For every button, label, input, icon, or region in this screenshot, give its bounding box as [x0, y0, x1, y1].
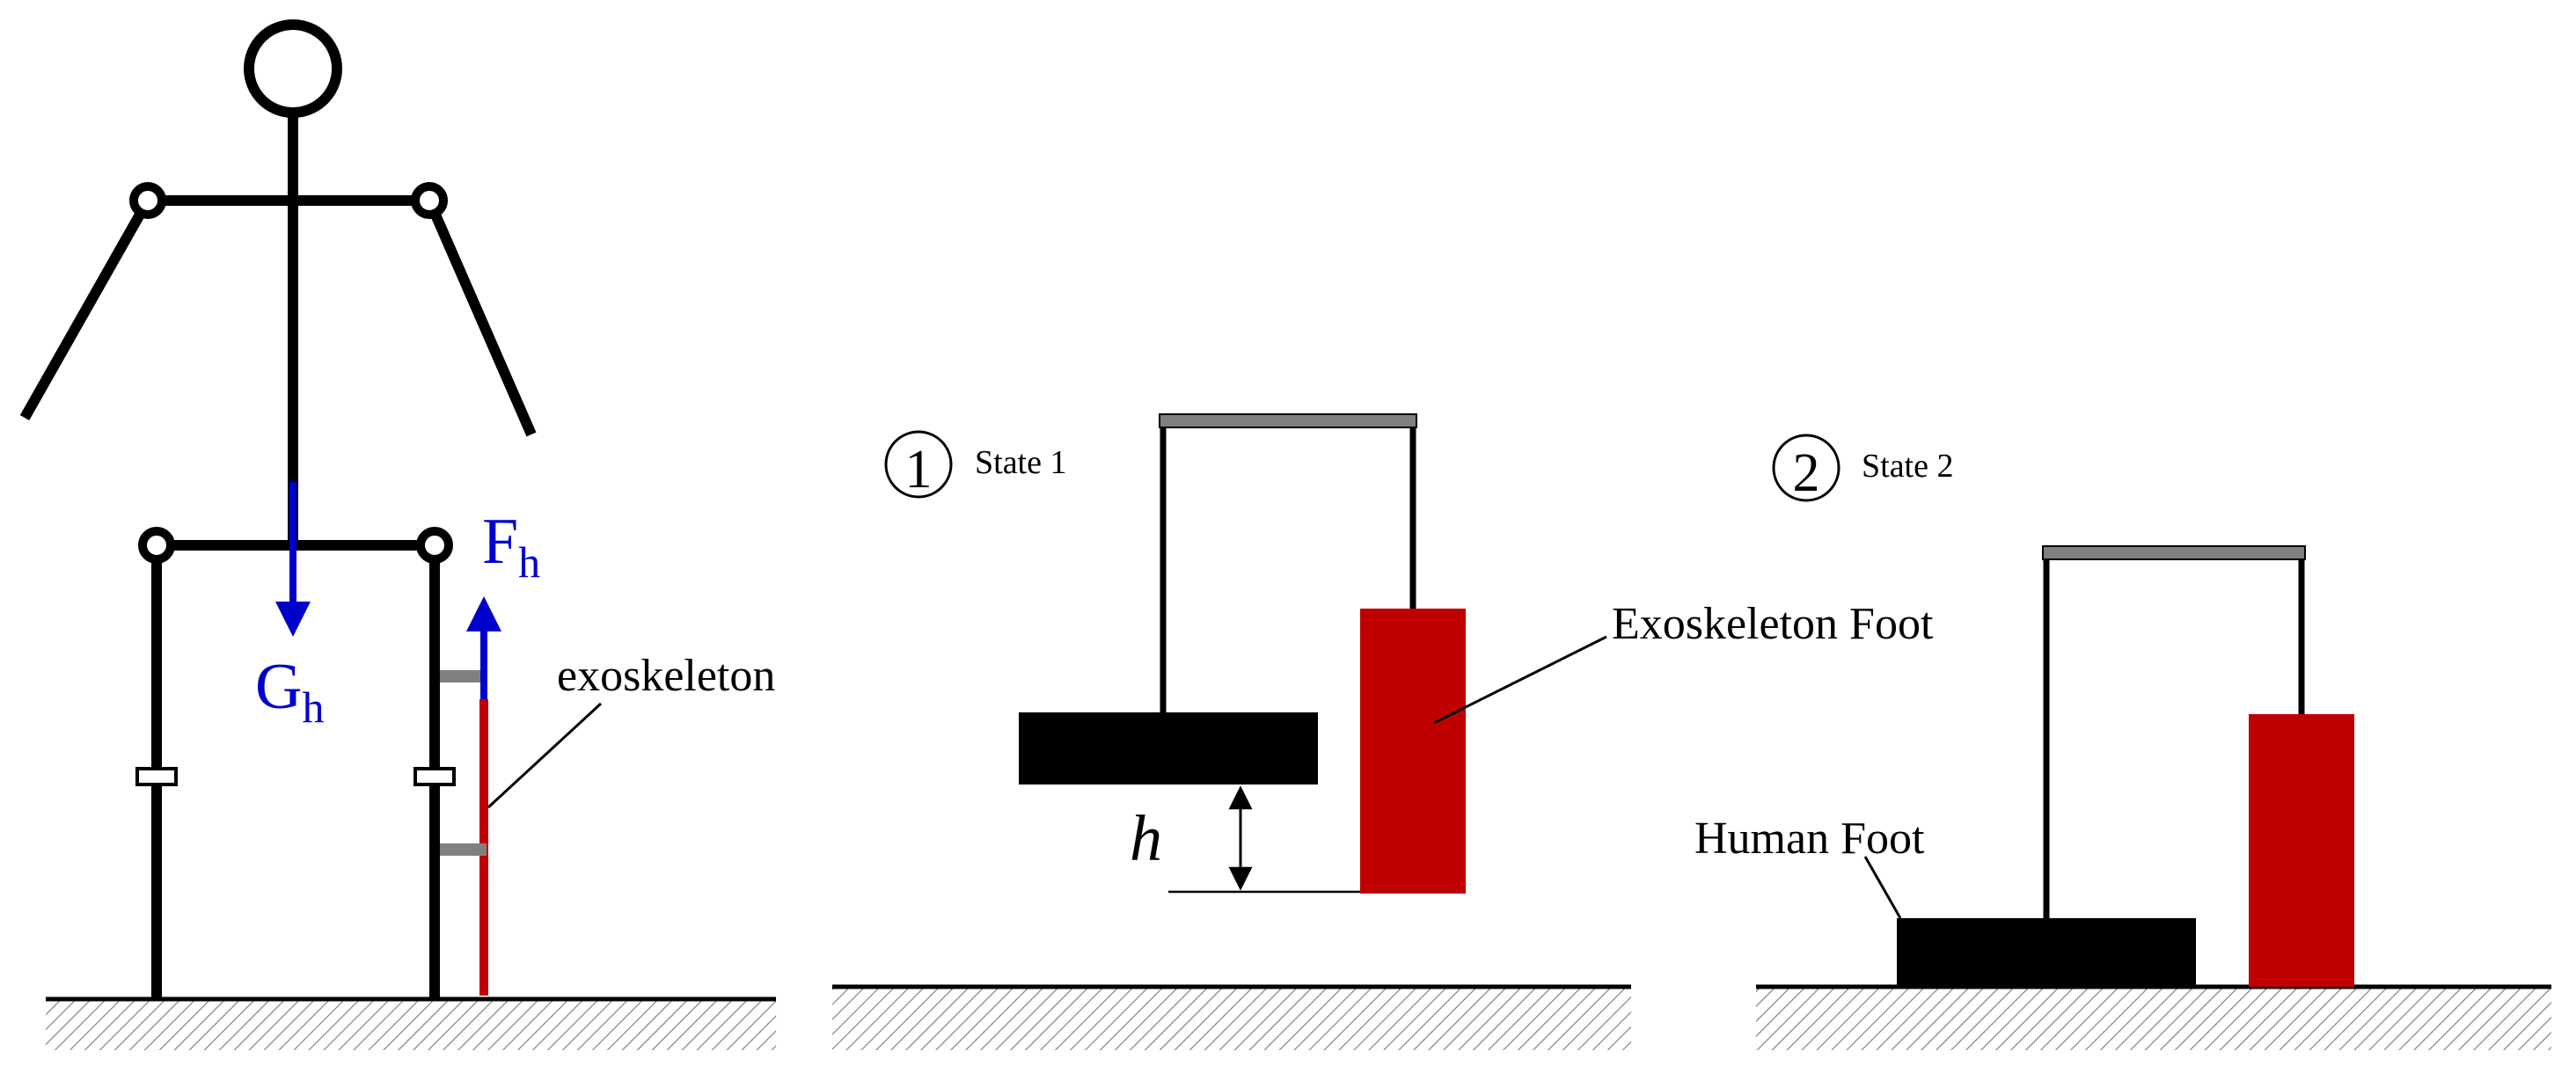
human-foot-label: Human Foot — [1694, 814, 1925, 864]
state-2-human-foot — [1897, 918, 2196, 987]
human-foot-leader-line — [1863, 856, 1902, 919]
state-2-exoskeleton-foot — [2249, 714, 2354, 987]
svg-text:2: 2 — [1793, 443, 1820, 503]
state-1-label: State 1 — [975, 444, 1066, 481]
height-label: h — [1130, 803, 1162, 875]
ground-right — [1756, 984, 2551, 1050]
state-1-exoskeleton-foot — [1360, 609, 1466, 894]
state-2-panel: 2 State 2 Human Foot — [1694, 434, 2551, 1050]
state-1-panel: 1 State 1 h Exoskeleton Foot — [832, 413, 1934, 1050]
exoskeleton-label: exoskeleton — [557, 651, 775, 701]
exoskeleton-leader-line — [487, 702, 603, 809]
state-2-frame-top — [2042, 545, 2306, 560]
exoskeleton-foot-label: Exoskeleton Foot — [1612, 599, 1934, 649]
state-2-label: State 2 — [1862, 448, 1953, 485]
head — [244, 19, 342, 118]
left-hip-joint — [138, 527, 175, 564]
left-shoulder-joint — [129, 182, 166, 219]
gravity-label: Gh — [255, 651, 324, 732]
exoskeleton-leg — [440, 670, 488, 996]
left-knee-joint — [135, 767, 178, 786]
state-2-number-badge: 2 — [1772, 434, 1841, 503]
right-arm — [424, 198, 537, 437]
ground-middle — [832, 984, 1631, 1050]
right-shoulder-joint — [411, 182, 448, 219]
state-1-frame-top — [1159, 413, 1417, 428]
right-knee-joint — [413, 767, 456, 786]
left-arm — [19, 198, 153, 420]
state-1-number-badge: 1 — [884, 430, 953, 500]
right-hip-joint — [416, 527, 453, 564]
ground-left — [46, 996, 776, 1050]
support-force-label: Fh — [482, 506, 540, 587]
stick-figure-panel: Gh Fh exoskeleton — [19, 19, 776, 1050]
state-1-human-foot — [1019, 712, 1318, 784]
svg-text:1: 1 — [905, 440, 933, 500]
exoskeleton-foot-leader-line — [1433, 635, 1607, 725]
